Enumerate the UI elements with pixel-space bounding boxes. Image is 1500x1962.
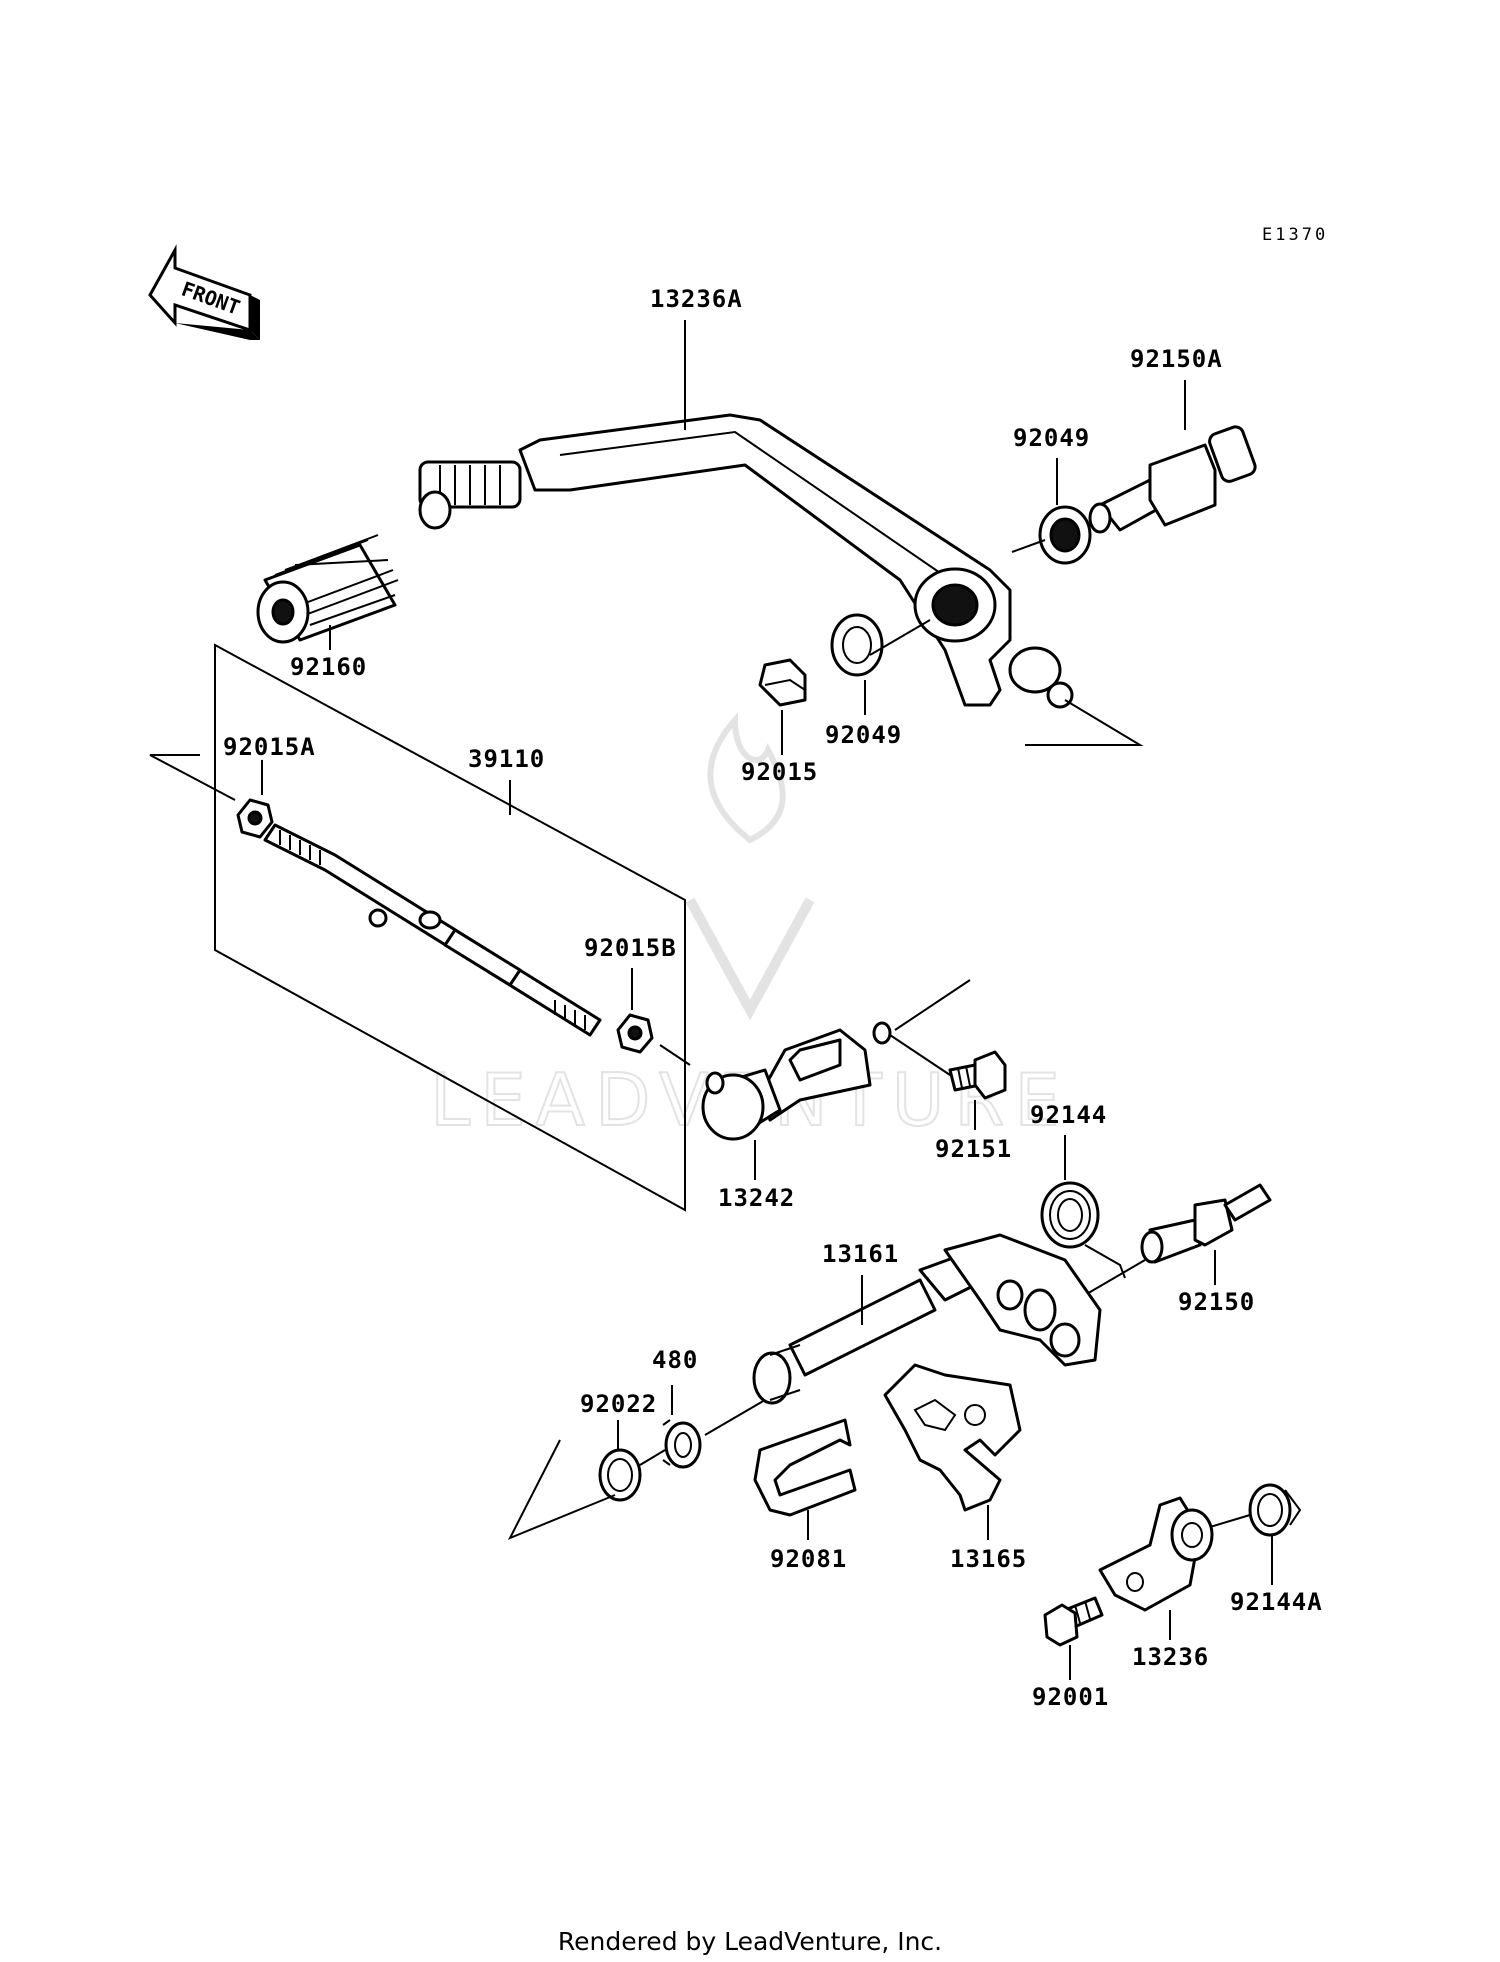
spring-92144A [1248,1483,1302,1537]
label-92001: 92001 [1032,1683,1109,1711]
label-13161: 13161 [822,1240,899,1268]
label-92022: 92022 [580,1390,657,1418]
shift-shaft-13161 [752,1233,1102,1405]
bolt-92150A [1088,425,1257,534]
nut-92015A [236,798,274,839]
arm-13236 [1098,1496,1214,1612]
label-92049-lower: 92049 [825,721,902,749]
tie-rod-assembly-39110 [214,643,686,1212]
guide-plate-13165 [883,1363,1022,1512]
label-13236A: 13236A [650,285,743,313]
nut-92015 [758,658,807,707]
shift-pedal-13236A [418,413,1074,709]
label-13242: 13242 [718,1184,795,1212]
label-92049-upper: 92049 [1013,424,1090,452]
front-arrow-icon: FRONT [148,244,260,340]
label-13165: 13165 [950,1545,1027,1573]
bolt-92001 [1043,1596,1104,1647]
label-39110: 39110 [468,745,545,773]
label-480: 480 [652,1346,698,1374]
pedal-rubber-92160 [256,534,399,644]
label-92015: 92015 [741,758,818,786]
label-92015A: 92015A [223,733,316,761]
nut-92015B [616,1013,654,1054]
washer-92049-upper [1038,505,1092,565]
label-92160: 92160 [290,653,367,681]
washer-92022 [598,1448,642,1502]
label-92144A: 92144A [1230,1588,1323,1616]
shift-arm-13242 [701,1021,892,1141]
spring-92144 [1040,1181,1126,1279]
label-13236: 13236 [1132,1643,1209,1671]
bolt-92151 [948,1050,1007,1100]
label-92150: 92150 [1178,1288,1255,1316]
diagram-code: E1370 [1262,225,1328,245]
circlip-480 [662,1419,702,1469]
washer-92049-lower [830,613,884,677]
label-92150A: 92150A [1130,345,1223,373]
label-92081: 92081 [770,1545,847,1573]
footer-credit: Rendered by LeadVenture, Inc. [558,1927,942,1956]
label-92015B: 92015B [584,934,677,962]
label-92151: 92151 [935,1135,1012,1163]
label-92144: 92144 [1030,1101,1107,1129]
bolt-92150 [1140,1183,1272,1264]
clip-92081 [753,1418,857,1517]
